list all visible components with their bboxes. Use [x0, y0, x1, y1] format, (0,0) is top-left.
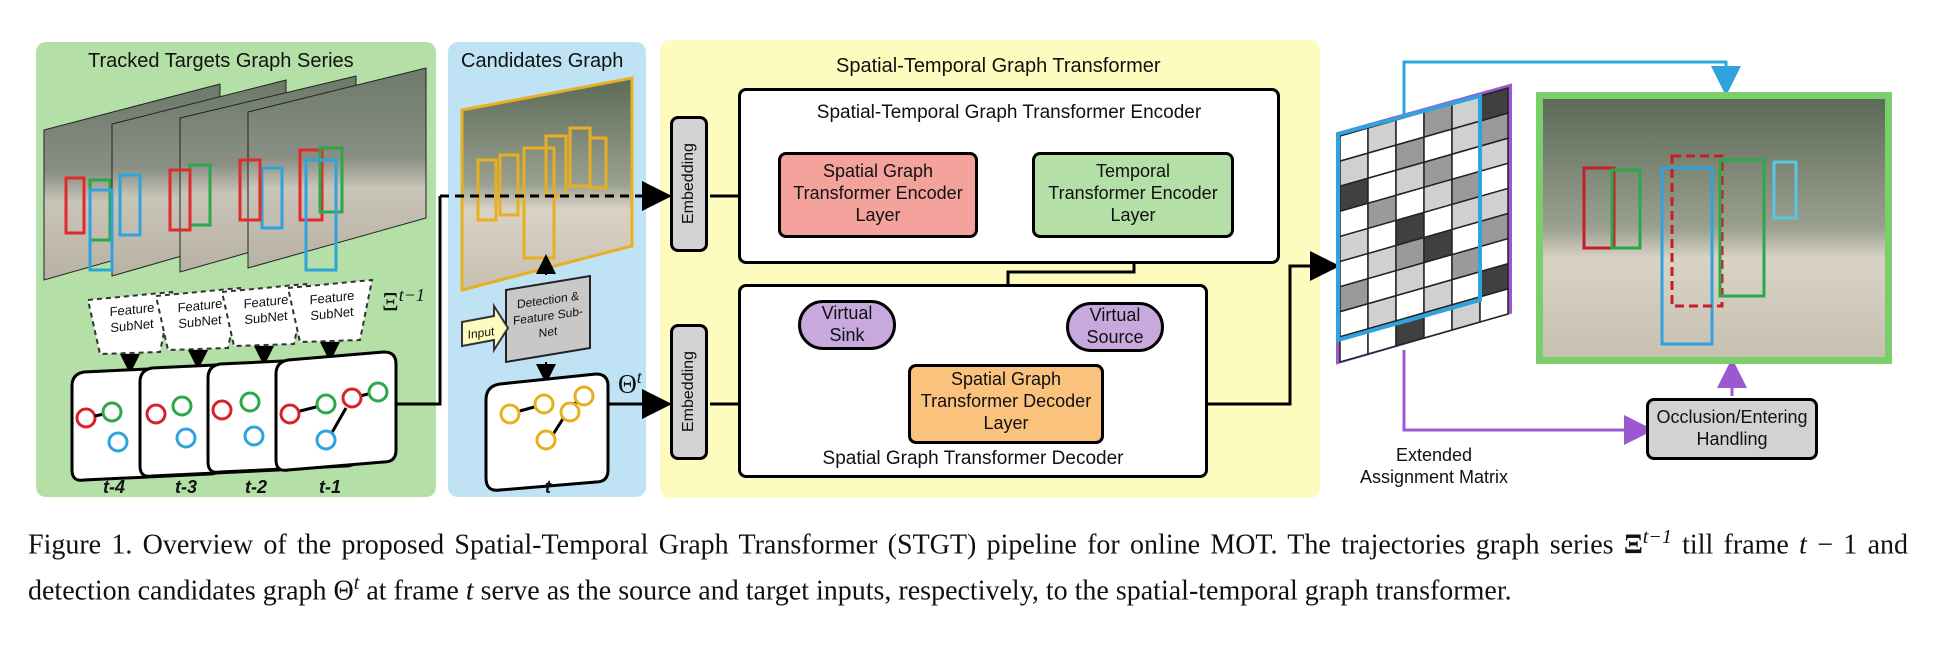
temporal-encoder-layer: [1032, 152, 1234, 238]
frame-label-t2: t-2: [245, 477, 267, 497]
frame-label-t4: t-4: [103, 477, 125, 497]
feature-subnet-label-4: Feature SubNet: [309, 287, 355, 324]
virtual-sink-label: Virtual Sink: [821, 303, 873, 345]
occlusion-handling-label: Occlusion/Entering Handling: [1656, 407, 1808, 449]
caption-t2: t: [465, 575, 474, 607]
detection-subnet-shape: [505, 274, 591, 364]
input-arrow-shape: [461, 302, 510, 354]
xi-symbol: Ξt−1: [382, 284, 442, 317]
feature-subnet-label-3: Feature SubNet: [243, 291, 289, 328]
feature-subnet-label-2: Feature SubNet: [177, 295, 223, 332]
caption-minus1: − 1 and detection candidates graph: [28, 529, 1908, 607]
caption-xi: Ξ: [1623, 529, 1643, 561]
frame-label-t3: t-3: [175, 477, 197, 497]
virtual-sink: [798, 300, 896, 350]
figure-caption: Figure 1. Overview of the proposed Spati…: [28, 518, 1908, 611]
output-image: [1536, 92, 1892, 364]
caption-lead: Figure 1. Overview of the proposed Spati…: [28, 529, 1624, 561]
encoder-title: Spatial-Temporal Graph Transformer Encod…: [816, 102, 1202, 123]
theta-symbol: Θt: [618, 366, 658, 399]
frame-label-t: t: [545, 477, 551, 497]
occlusion-handling-box: [1646, 398, 1818, 460]
candidates-title: Candidates Graph: [461, 50, 624, 72]
decoder-layer-label: Spatial Graph Transformer Decoder Layer: [920, 369, 1092, 433]
caption-t1: t: [1799, 529, 1807, 561]
caption-mid1: till frame: [1671, 529, 1800, 561]
xi-letter: Ξ: [382, 287, 399, 317]
embedding-encoder-label: Embedding: [680, 143, 697, 225]
embedding-encoder: [670, 116, 708, 252]
feature-subnet-label-1: Feature SubNet: [109, 299, 155, 336]
virtual-source-label: Virtual Source: [1086, 305, 1144, 347]
caption-theta: Θ: [333, 575, 354, 607]
spatial-encoder-layer: [778, 152, 978, 238]
transformer-title: Spatial-Temporal Graph Transformer: [836, 55, 1161, 77]
assignment-matrix-label: Extended Assignment Matrix: [1359, 445, 1509, 487]
embedding-decoder: [670, 324, 708, 460]
virtual-source: [1066, 302, 1164, 352]
decoder-layer: [908, 364, 1104, 444]
embedding-decoder-label: Embedding: [680, 351, 697, 433]
temporal-encoder-label: Temporal Transformer Encoder Layer: [1048, 161, 1218, 225]
xi-superscript: t−1: [398, 285, 425, 305]
caption-xi-sup: t−1: [1642, 526, 1672, 548]
theta-letter: Θ: [618, 369, 637, 399]
assignment-matrix: [1336, 83, 1512, 365]
frame-label-t1: t-1: [319, 477, 341, 497]
matrix-cell: [1479, 287, 1509, 323]
tracked-frame-images: [43, 67, 427, 281]
theta-superscript: t: [636, 367, 642, 387]
feature-subnet-shapes: [86, 278, 374, 356]
caption-theta-sup: t: [353, 572, 360, 595]
caption-tail: serve as the source and target inputs, r…: [473, 575, 1512, 607]
caption-mid2: at frame: [359, 575, 466, 607]
decoder-title: Spatial Graph Transformer Decoder: [822, 448, 1124, 469]
spatial-encoder-label: Spatial Graph Transformer Encoder Layer: [793, 161, 963, 225]
tracked-targets-title: Tracked Targets Graph Series: [88, 50, 354, 72]
